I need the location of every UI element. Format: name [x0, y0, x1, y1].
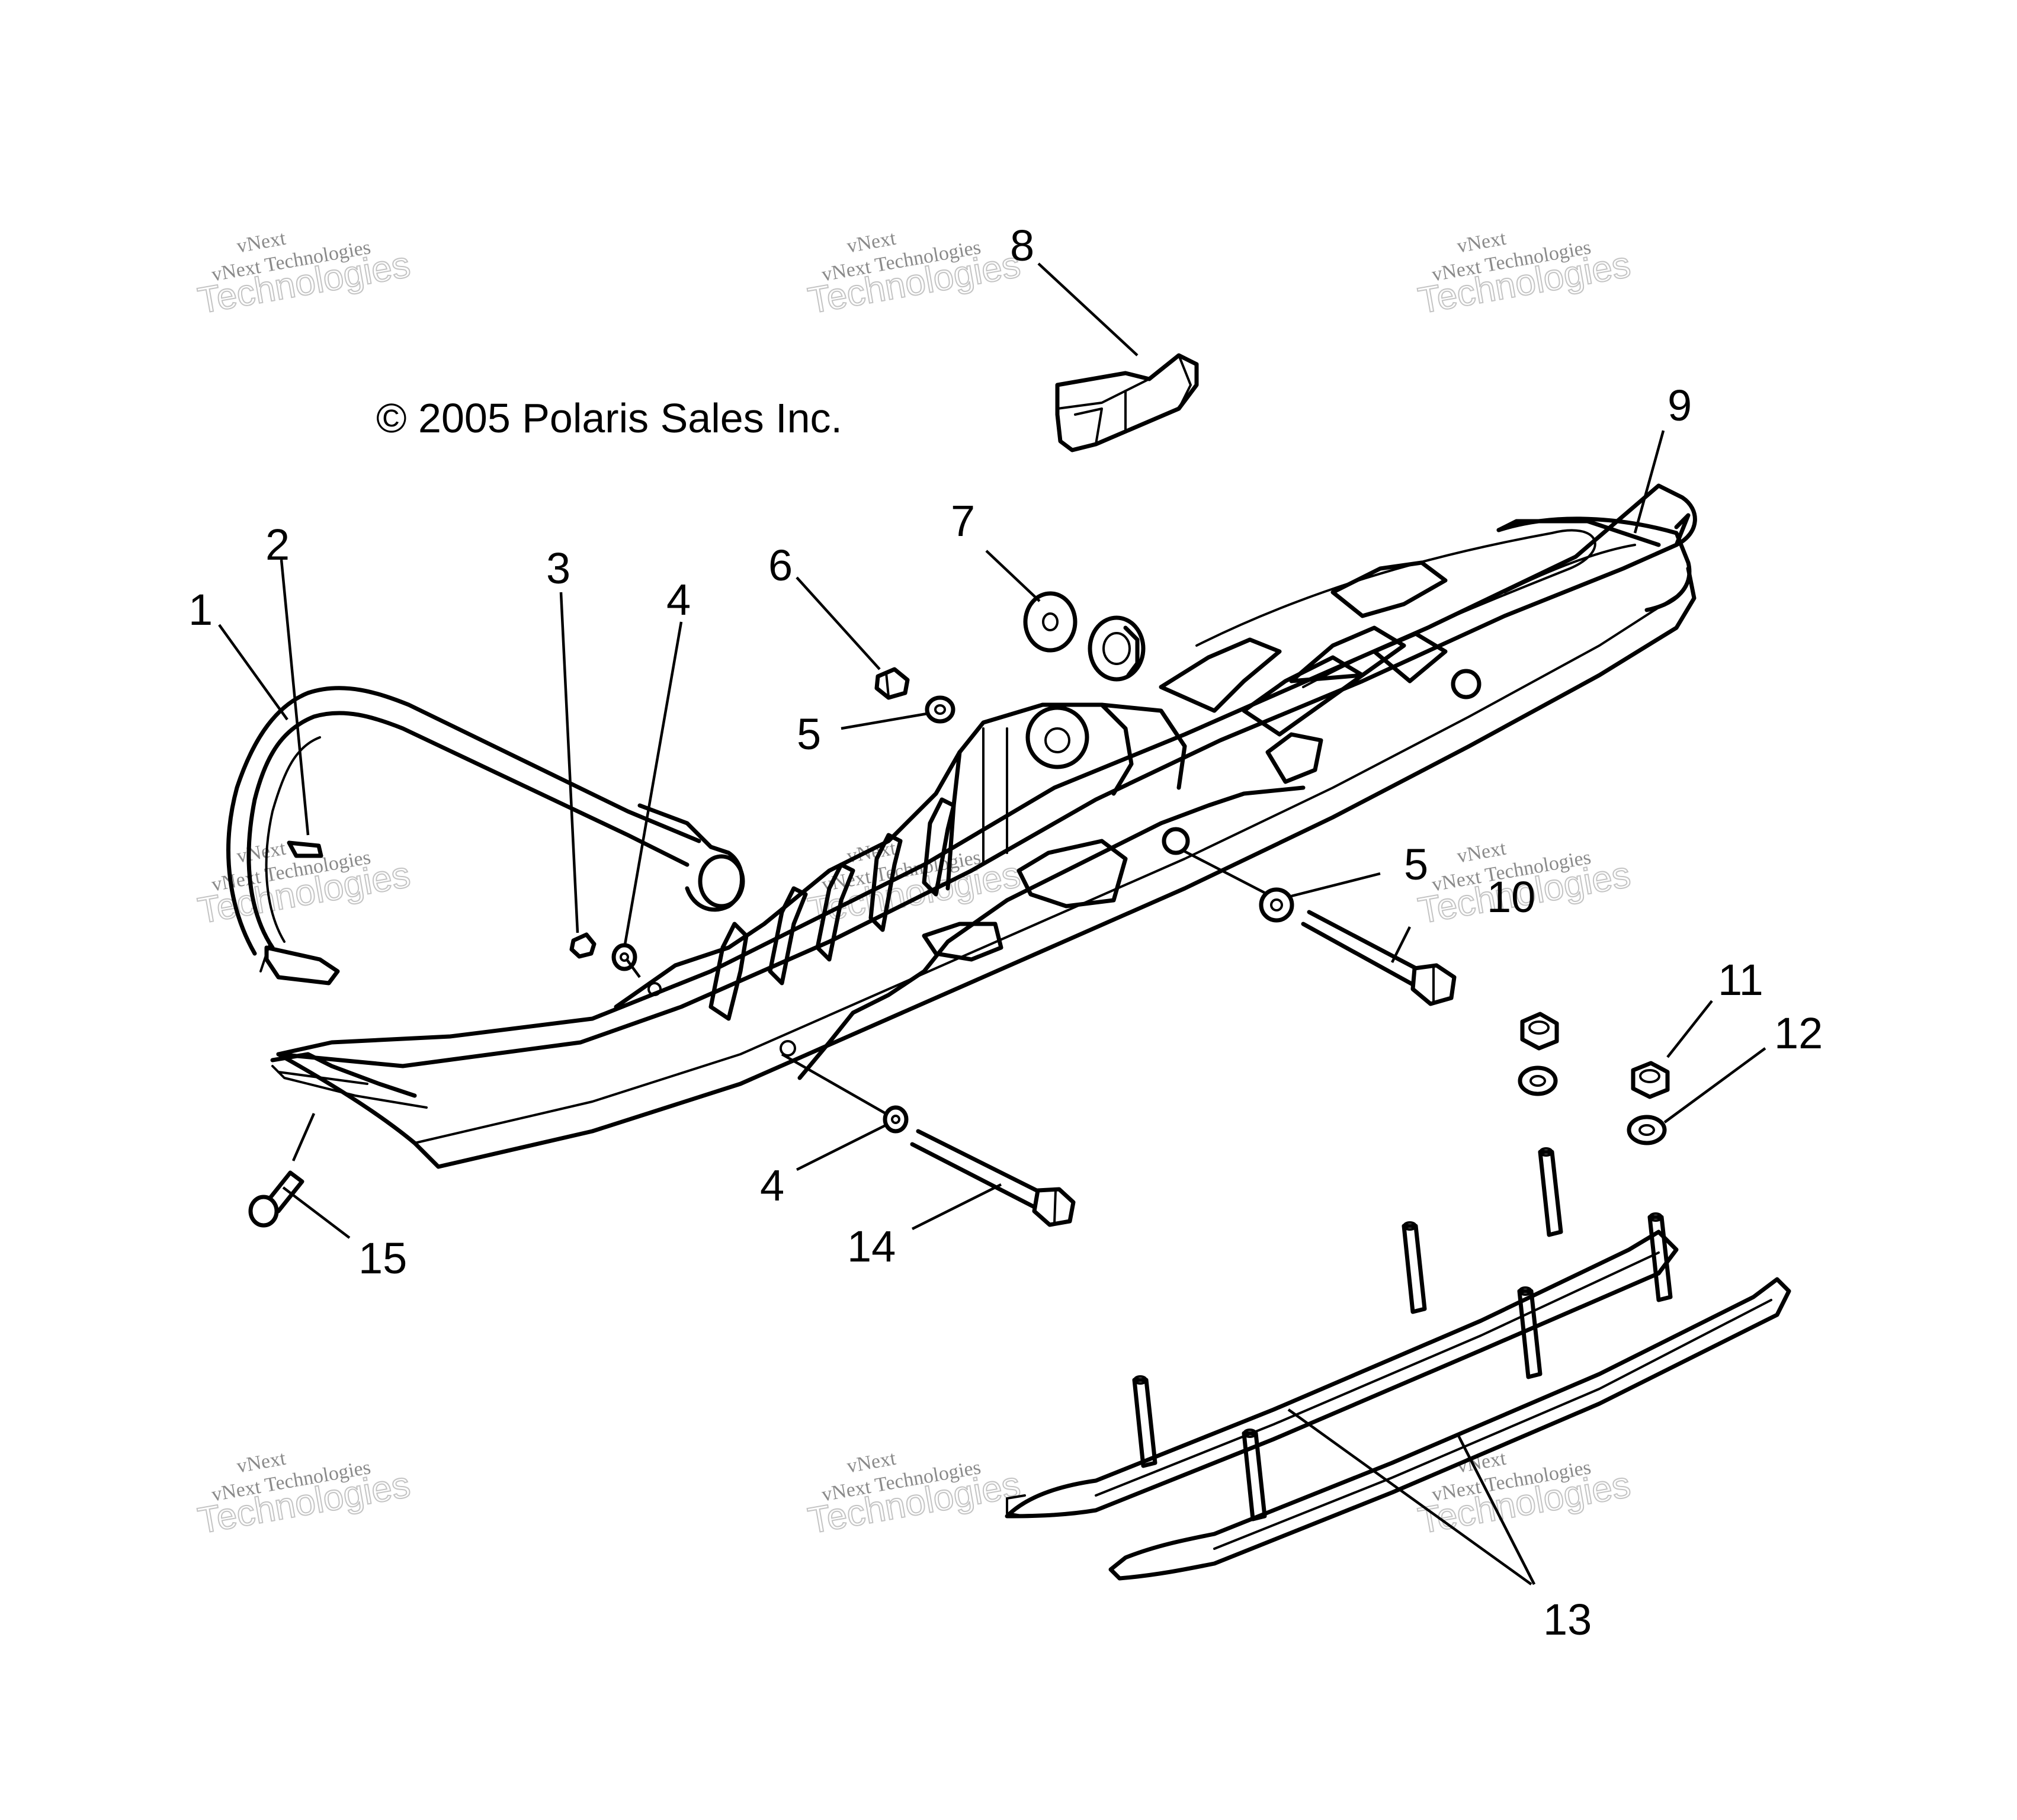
nut-part-3	[569, 932, 597, 959]
bolt-part-14	[910, 1129, 1076, 1227]
callout-2: 2	[265, 520, 290, 569]
watermark-mid-left: vNext vNext Technologies Technologies	[194, 837, 413, 932]
callout-4-upper: 4	[666, 575, 691, 624]
callout-4-lower: 4	[760, 1161, 784, 1210]
watermark-top-right: vNext vNext Technologies Technologies	[1415, 227, 1634, 322]
callout-12: 12	[1774, 1009, 1823, 1058]
callout-10: 10	[1487, 872, 1535, 922]
washer-part-12-left	[1518, 1065, 1558, 1096]
washer-part-4-lower	[883, 1105, 909, 1134]
callout-3: 3	[546, 544, 570, 593]
washer-part-5-lower	[1259, 887, 1294, 923]
watermark-bottom-right: vNext vNext Technologies Technologies	[1415, 1447, 1634, 1542]
bumper-part-8	[1055, 353, 1199, 452]
bushing-part-7	[1088, 615, 1146, 682]
callout-11: 11	[1718, 955, 1763, 1004]
carbide-runner-lower	[1108, 1212, 1791, 1581]
callout-9: 9	[1668, 381, 1692, 430]
nut-part-6	[874, 667, 910, 700]
callout-numbers: 1 2 3 4 4 5 5 6 7 8 9 10 11 12 13 14 15	[188, 221, 1823, 1644]
callout-14: 14	[847, 1222, 896, 1271]
nut-part-11-left	[1520, 1012, 1559, 1051]
watermark-bottom-center: vNext vNext Technologies Technologies	[804, 1447, 1024, 1542]
callout-6: 6	[768, 541, 793, 590]
carbide-runner-upper	[1005, 1147, 1679, 1519]
washer-part-7	[1023, 591, 1078, 653]
washer-part-5-upper	[925, 695, 955, 724]
callout-5-lower: 5	[1404, 840, 1428, 889]
callout-15: 15	[358, 1234, 407, 1283]
ski-handle-loop	[226, 686, 745, 986]
callout-8: 8	[1010, 221, 1034, 270]
leader-lines	[218, 262, 1766, 1585]
watermark-bottom-left: vNext vNext Technologies Technologies	[194, 1447, 413, 1542]
pin-part-15	[248, 1170, 304, 1228]
callout-1: 1	[188, 585, 213, 634]
copyright-text: © 2005 Polaris Sales Inc.	[376, 395, 842, 441]
watermark-top-center: vNext vNext Technologies Technologies	[804, 227, 1024, 322]
bolt-part-10	[1301, 910, 1457, 1006]
watermark-top-left: vNext vNext Technologies Technologies	[194, 227, 413, 322]
callout-13: 13	[1543, 1595, 1592, 1644]
nut-part-11-right	[1631, 1061, 1670, 1099]
ski-body	[270, 483, 1697, 1169]
clip-part	[287, 840, 323, 858]
callout-5-upper: 5	[797, 710, 821, 759]
washer-part-12-right	[1627, 1115, 1667, 1145]
callout-7: 7	[951, 496, 975, 545]
